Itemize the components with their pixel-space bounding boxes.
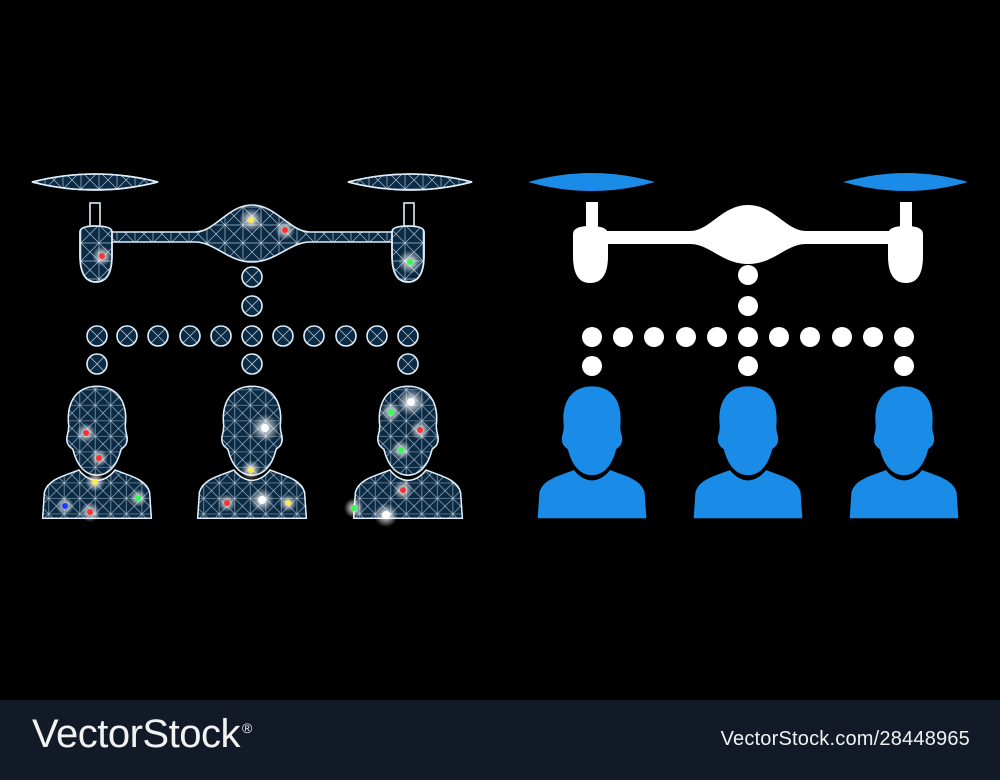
- brand-name: VectorStock: [32, 712, 240, 756]
- flat-drone-user-network-icon: [528, 173, 968, 519]
- artwork: [31, 173, 968, 527]
- registered-mark: ®: [241, 719, 252, 736]
- mesh-drone-user-network-icon: [31, 173, 473, 527]
- image-credit: VectorStock.com/28448965: [720, 728, 970, 750]
- vectorstock-logo: VectorStock®: [32, 712, 252, 757]
- watermark-footer: VectorStock® VectorStock.com/28448965: [0, 700, 1000, 780]
